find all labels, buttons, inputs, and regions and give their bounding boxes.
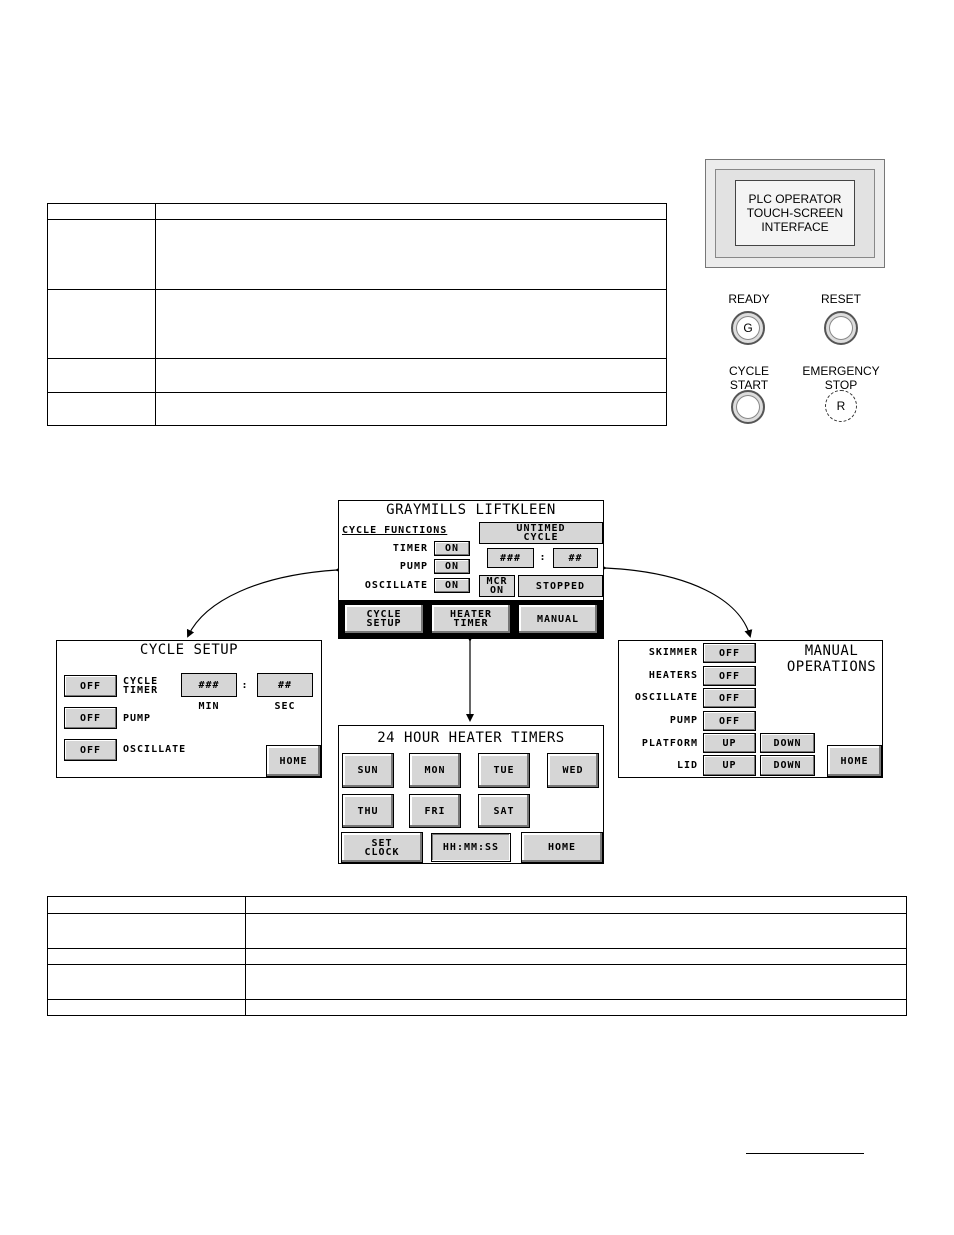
wed-button[interactable]: WED (547, 753, 599, 788)
pump-toggle[interactable]: ON (434, 559, 470, 574)
cycle-min-display[interactable]: ### (181, 673, 237, 697)
oscillate-label: OSCILLATE (364, 580, 428, 591)
table-cell (47, 896, 246, 914)
arrow-main-to-manual (598, 563, 753, 638)
oscillate-toggle[interactable]: ON (434, 578, 470, 593)
sun-button[interactable]: SUN (342, 753, 394, 788)
heater-timers-home-button[interactable]: HOME (521, 832, 603, 863)
table-cell (47, 999, 246, 1016)
operator-screen-frame: PLC OPERATOR TOUCH-SCREEN INTERFACE (715, 169, 875, 258)
pump-label: PUMP (399, 561, 428, 572)
table-cell (245, 896, 907, 914)
cycle-sec-display[interactable]: ## (257, 673, 313, 697)
main-screen-title: GRAYMILLS LIFTKLEEN (386, 502, 556, 518)
manual-operations-title: MANUAL OPERATIONS (786, 643, 877, 675)
fri-button[interactable]: FRI (409, 794, 461, 828)
cycle-functions-heading: CYCLE FUNCTIONS (342, 525, 448, 536)
manual-pump-toggle[interactable]: OFF (703, 711, 756, 731)
time-seconds-display: ## (553, 548, 598, 568)
table-cell (47, 913, 246, 949)
cycle-time-separator: : (241, 680, 249, 691)
reset-button[interactable] (824, 311, 858, 345)
cycle-setup-title: CYCLE SETUP (139, 642, 239, 658)
cycle-pump-toggle[interactable]: OFF (64, 707, 117, 729)
bottom-description-table (47, 896, 907, 1016)
table-cell (47, 964, 246, 1000)
lid-up-button[interactable]: UP (703, 755, 756, 776)
time-separator: : (539, 552, 547, 563)
lid-label: LID (676, 760, 698, 771)
skimmer-label: SKIMMER (648, 647, 698, 658)
mon-button[interactable]: MON (409, 753, 461, 788)
timer-label: TIMER (392, 543, 428, 554)
cycle-oscillate-toggle[interactable]: OFF (64, 739, 117, 761)
manual-oscillate-label: OSCILLATE (634, 692, 698, 703)
cycle-pump-label: PUMP (123, 713, 152, 724)
footer-rule (746, 1153, 864, 1154)
main-nav-bar: CYCLE SETUP HEATER TIMER MANUAL (339, 600, 603, 638)
table-cell (47, 219, 156, 290)
table-cell (245, 948, 907, 965)
heater-timers-title: 24 HOUR HEATER TIMERS (377, 730, 565, 746)
min-label: MIN (198, 701, 220, 712)
ready-button-label: READY (728, 292, 770, 306)
manual-home-button[interactable]: HOME (827, 745, 882, 777)
sat-button[interactable]: SAT (478, 794, 530, 828)
cycle-start-button-label: CYCLE START (728, 364, 769, 392)
cycle-setup-home-button[interactable]: HOME (266, 745, 321, 777)
timer-toggle[interactable]: ON (434, 541, 470, 556)
table-cell (245, 999, 907, 1016)
clock-display: HH:MM:SS (431, 833, 511, 862)
main-screen: GRAYMILLS LIFTKLEEN CYCLE FUNCTIONS UNTI… (338, 500, 604, 639)
set-clock-button[interactable]: SET CLOCK (341, 832, 423, 863)
heater-timers-screen: 24 HOUR HEATER TIMERS SUN MON TUE WED TH… (338, 725, 604, 864)
reset-button-label: RESET (820, 292, 861, 306)
emergency-stop-button[interactable]: R (825, 390, 857, 422)
table-cell (155, 289, 667, 359)
operator-screen-bezel: PLC OPERATOR TOUCH-SCREEN INTERFACE (705, 159, 885, 268)
emergency-stop-button-label: EMERGENCY STOP (802, 364, 880, 392)
cycle-status: STOPPED (518, 575, 603, 597)
cycle-timer-label: CYCLE TIMER (123, 676, 159, 696)
manual-operations-screen: MANUAL OPERATIONS SKIMMER OFF HEATERS OF… (618, 640, 883, 778)
top-description-table (47, 203, 667, 426)
lid-down-button[interactable]: DOWN (760, 755, 815, 776)
table-cell (245, 913, 907, 949)
platform-down-button[interactable]: DOWN (760, 733, 815, 753)
sec-label: SEC (274, 701, 296, 712)
heater-timer-button[interactable]: HEATER TIMER (431, 604, 511, 634)
table-cell (245, 964, 907, 1000)
table-cell (47, 289, 156, 359)
skimmer-toggle[interactable]: OFF (703, 643, 756, 663)
time-minutes-display: ### (487, 548, 534, 568)
cycle-setup-button[interactable]: CYCLE SETUP (344, 604, 424, 634)
manual-button[interactable]: MANUAL (518, 604, 598, 634)
operator-screen-label: PLC OPERATOR TOUCH-SCREEN INTERFACE (735, 180, 855, 246)
manual-pump-label: PUMP (669, 715, 698, 726)
ready-button[interactable]: G (731, 311, 765, 345)
cycle-setup-screen: CYCLE SETUP OFF CYCLE TIMER ### : ## MIN… (56, 640, 322, 778)
thu-button[interactable]: THU (342, 794, 394, 828)
heaters-label: HEATERS (648, 670, 698, 681)
table-cell (47, 948, 246, 965)
cycle-mode-display: UNTIMED CYCLE (479, 522, 603, 544)
table-cell (47, 358, 156, 393)
manual-oscillate-toggle[interactable]: OFF (703, 688, 756, 708)
mcr-status: MCR ON (479, 575, 515, 597)
table-cell (155, 392, 667, 426)
platform-up-button[interactable]: UP (703, 733, 756, 753)
cycle-timer-toggle[interactable]: OFF (64, 675, 117, 697)
platform-label: PLATFORM (641, 738, 698, 749)
arrow-main-to-cycle-setup (186, 565, 344, 638)
heaters-toggle[interactable]: OFF (703, 666, 756, 686)
table-cell (47, 392, 156, 426)
cycle-start-button[interactable] (731, 390, 765, 424)
tue-button[interactable]: TUE (478, 753, 530, 788)
cycle-oscillate-label: OSCILLATE (123, 744, 187, 755)
